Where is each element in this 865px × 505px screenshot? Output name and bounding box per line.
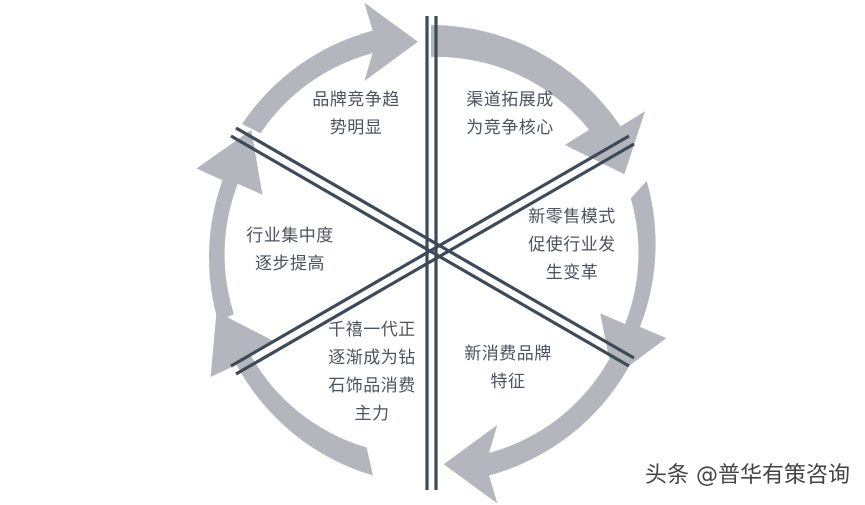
arrow-ring-group bbox=[196, 2, 667, 504]
segment-label-bottom-right: 新消费品牌 特征 bbox=[464, 344, 552, 392]
sector-divider-group bbox=[230, 16, 635, 490]
arrow-arc-top-right bbox=[431, 25, 646, 175]
segment-label-top-left: 品牌竞争趋 势明显 bbox=[312, 90, 400, 138]
segment-label-top-right: 渠道拓展成 为竞争核心 bbox=[466, 90, 554, 138]
arrow-arc-left bbox=[196, 129, 263, 322]
divider-diagonal-sw-ne-line-b bbox=[235, 142, 635, 376]
divider-diagonal-sw-ne-line-a bbox=[230, 134, 630, 368]
segment-label-right: 新零售模式 促使行业发 生变革 bbox=[528, 207, 616, 283]
arrow-arc-bottom-left bbox=[210, 311, 373, 476]
segment-label-bottom-left: 千禧一代正 逐渐成为钻 石饰品消费 主力 bbox=[328, 320, 416, 424]
arrow-arc-top-left bbox=[242, 2, 418, 134]
arrow-arc-right bbox=[600, 180, 667, 378]
arrow-arc-bottom-right bbox=[443, 360, 629, 504]
segment-label-left: 行业集中度 逐步提高 bbox=[246, 226, 334, 274]
watermark-text: 头条 @普华有策咨询 bbox=[645, 463, 850, 488]
divider-diagonal-nw-se-line-b bbox=[235, 126, 635, 360]
